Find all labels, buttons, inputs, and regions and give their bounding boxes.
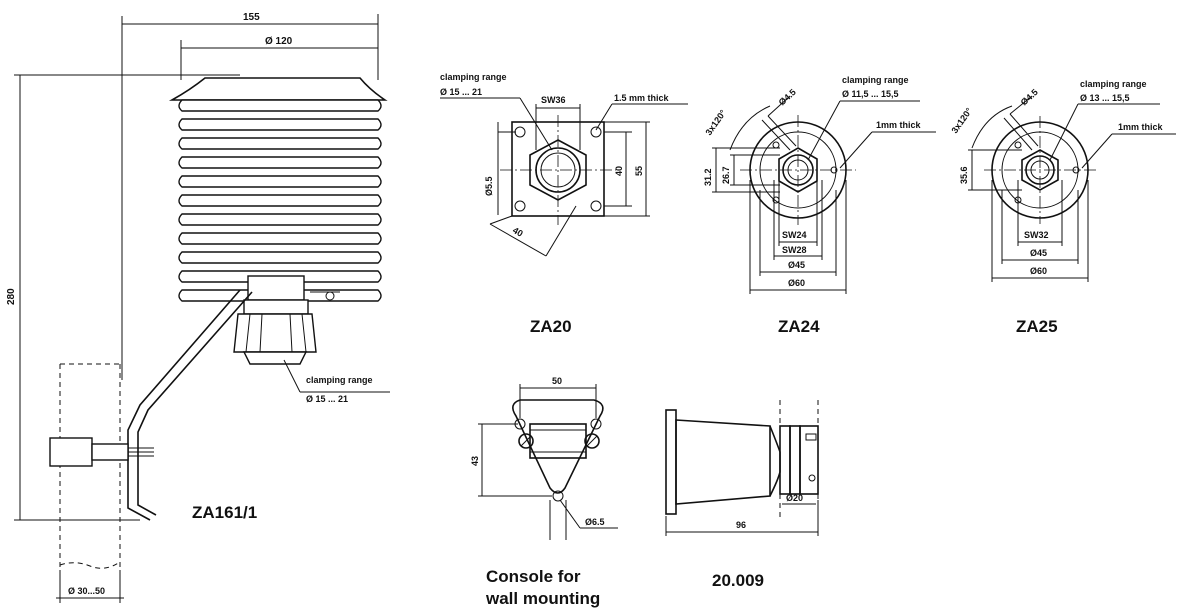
shield-louvre	[178, 118, 382, 131]
part-20009-d20: Ø20	[786, 493, 803, 503]
za25-title: ZA25	[1016, 317, 1058, 336]
console-hole: Ø6.5	[585, 517, 605, 527]
console-title-line2: wall mounting	[485, 589, 600, 608]
za20-dim-40v: 40	[614, 166, 624, 176]
za20-thickness: 1.5 mm thick	[614, 93, 670, 103]
za161-clamp-value: Ø 15 ... 21	[306, 394, 348, 404]
za25-sw32: SW32	[1024, 230, 1049, 240]
za25-dim-356: 35.6	[959, 166, 969, 184]
za25-d60: Ø60	[1030, 266, 1047, 276]
shield-louvre	[178, 175, 382, 188]
za161-dim-diameter: Ø 120	[265, 36, 293, 47]
za20-clamp-value: Ø 15 ... 21	[440, 87, 482, 97]
part-20009-dim-96: 96	[736, 520, 746, 530]
za24-d60: Ø60	[788, 278, 805, 288]
za25-thickness: 1mm thick	[1118, 122, 1164, 132]
za24-dim-267: 26.7	[721, 166, 731, 184]
shield-louvre	[178, 99, 382, 112]
za161-dim-height: 280	[6, 288, 17, 305]
za25-drawing: 3x120° Ø4.5 clamping range Ø 13 ... 15,5…	[949, 79, 1176, 336]
za25-d45: Ø45	[1030, 248, 1047, 258]
za20-hole: Ø5.5	[484, 176, 494, 196]
za20-dim-55: 55	[634, 166, 644, 176]
shield-louvre	[178, 194, 382, 207]
za24-thickness: 1mm thick	[876, 120, 922, 130]
part-20009-drawing: Ø20 96 20.009	[665, 400, 819, 590]
za161-drawing: 155 Ø 120 280	[6, 12, 390, 603]
shield-louvre	[178, 251, 382, 264]
za161-title: ZA161/1	[192, 503, 257, 522]
za161-dim-mast: Ø 30...50	[68, 586, 105, 596]
console-dim-43: 43	[470, 456, 480, 466]
za20-clamp-label: clamping range	[440, 72, 507, 82]
shield-louvre	[178, 137, 382, 150]
console-drawing: 50 43 Ø6.5 Console for wall mounting	[470, 376, 618, 608]
za20-drawing: SW36 clamping range Ø 15 ... 21 1.5 mm t…	[440, 72, 688, 336]
za161-dim-width: 155	[243, 12, 260, 23]
za24-d45: Ø45	[788, 260, 805, 270]
za25-clamp-label: clamping range	[1080, 79, 1147, 89]
shield-louvre	[178, 232, 382, 245]
za24-clamp-label: clamping range	[842, 75, 909, 85]
shield-louvre	[178, 156, 382, 169]
za24-sw28: SW28	[782, 245, 807, 255]
part-20009-title: 20.009	[712, 571, 764, 590]
za25-clamp-value: Ø 13 ... 15,5	[1080, 93, 1130, 103]
console-title-line1: Console for	[486, 567, 581, 586]
za25-angle: 3x120°	[949, 106, 974, 136]
za161-clamp-label: clamping range	[306, 375, 373, 385]
za20-sw: SW36	[541, 95, 566, 105]
za24-clamp-value: Ø 11,5 ... 15,5	[842, 89, 899, 99]
za24-angle: 3x120°	[703, 108, 728, 138]
za24-dim-312: 31.2	[703, 168, 713, 186]
shield-louvre	[178, 213, 382, 226]
za25-hole: Ø4.5	[1019, 87, 1040, 107]
za20-title: ZA20	[530, 317, 572, 336]
za24-sw24: SW24	[782, 230, 807, 240]
za20-dim-40d: 40	[511, 225, 525, 239]
za24-title: ZA24	[778, 317, 820, 336]
za24-drawing: 3x120° Ø4.5 clamping range Ø 11,5 ... 15…	[703, 75, 936, 336]
console-dim-50: 50	[552, 376, 562, 386]
za24-hole: Ø4.5	[777, 87, 798, 107]
